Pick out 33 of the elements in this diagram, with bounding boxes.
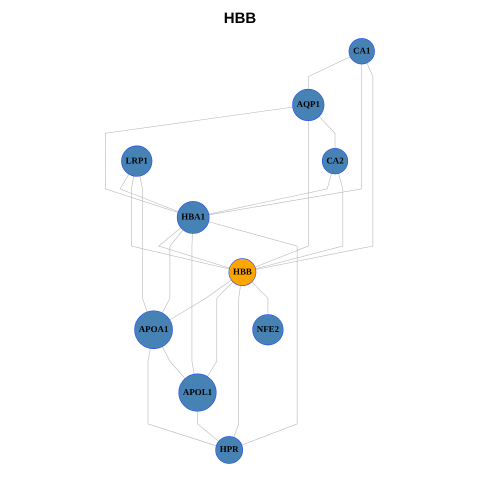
connector <box>254 120 309 268</box>
connector <box>255 62 374 270</box>
connector <box>252 282 268 315</box>
node-circle: HBA1 <box>176 201 210 234</box>
connector <box>308 56 350 90</box>
connector <box>162 230 184 314</box>
connector <box>105 106 293 213</box>
node-circle: AQP1 <box>292 88 324 122</box>
node-circle: APOL1 <box>178 374 217 412</box>
connector <box>148 348 217 446</box>
node-circle: CA1 <box>348 38 375 64</box>
diagram-title: HBB <box>224 10 256 27</box>
connector <box>158 227 230 268</box>
connector <box>131 176 230 270</box>
connector <box>197 411 219 442</box>
node-circle: HBB <box>228 258 256 286</box>
node-circle: HPR <box>215 436 243 464</box>
connector <box>140 176 148 312</box>
connector <box>234 285 241 438</box>
connector <box>255 173 344 269</box>
connector <box>208 221 298 446</box>
node-circle: NFE2 <box>252 314 284 346</box>
node-circle: CA2 <box>322 148 348 174</box>
connector <box>192 233 194 374</box>
connector <box>208 64 362 216</box>
connector <box>208 173 332 214</box>
node-circle: LRP1 <box>121 146 152 177</box>
connector <box>170 280 232 320</box>
connector <box>318 116 336 149</box>
connector <box>120 174 178 212</box>
connector <box>207 282 234 377</box>
node-circle: APOA1 <box>134 310 173 350</box>
connector <box>162 346 186 379</box>
